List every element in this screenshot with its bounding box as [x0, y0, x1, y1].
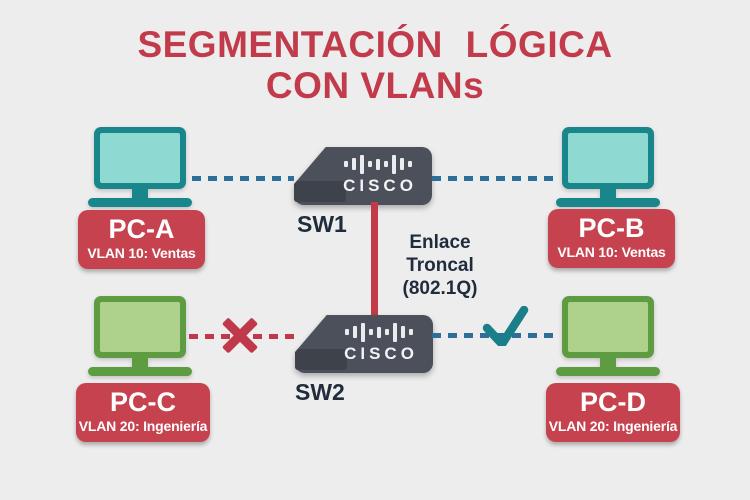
- pc-b-label: PC-B VLAN 10: Ventas: [548, 209, 675, 268]
- pc-a-label: PC-A VLAN 10: Ventas: [78, 210, 205, 269]
- switch-front-panel: [295, 349, 347, 370]
- trunk-label-line-3: (802.1Q): [402, 278, 478, 299]
- page-title: SEGMENTACIÓN LÓGICA CON VLANs: [0, 24, 750, 106]
- link-pca-sw1: [192, 176, 294, 181]
- switch-body: CISCO: [294, 147, 432, 205]
- trunk-link-line: [371, 202, 378, 319]
- monitor-screen: [100, 302, 180, 352]
- monitor-neck: [132, 358, 148, 367]
- pc-vlan: VLAN 20: Ingeniería: [548, 418, 678, 434]
- cisco-wordmark: CISCO: [344, 344, 418, 363]
- monitor-screen: [568, 302, 648, 352]
- monitor-frame: [94, 296, 186, 358]
- monitor-neck: [132, 189, 148, 198]
- pc-a-monitor-icon: [88, 127, 192, 207]
- cisco-bars-icon: [330, 154, 426, 174]
- monitor-base: [556, 367, 660, 376]
- monitor-frame: [94, 127, 186, 189]
- monitor-base: [556, 198, 660, 207]
- trunk-label-line-1: Enlace: [409, 232, 471, 253]
- cisco-brand: CISCO: [331, 322, 427, 364]
- blocked-x-icon: [219, 315, 261, 357]
- pc-vlan: VLAN 20: Ingeniería: [78, 418, 208, 434]
- pc-c-label: PC-C VLAN 20: Ingeniería: [76, 383, 210, 442]
- cisco-wordmark: CISCO: [343, 176, 417, 195]
- monitor-frame: [562, 296, 654, 358]
- cisco-bars-icon: [331, 322, 427, 342]
- pc-d-monitor-icon: [556, 296, 660, 376]
- pc-name: PC-D: [580, 387, 646, 417]
- cisco-brand: CISCO: [330, 154, 426, 196]
- pc-name: PC-C: [110, 387, 176, 417]
- monitor-neck: [600, 189, 616, 198]
- sw2-label: SW2: [295, 379, 345, 405]
- pc-name: PC-A: [108, 214, 175, 244]
- monitor-base: [88, 367, 192, 376]
- monitor-screen: [568, 133, 648, 183]
- pc-vlan: VLAN 10: Ventas: [557, 244, 666, 260]
- switch-front-panel: [294, 181, 346, 202]
- trunk-label-line-2: Troncal: [406, 255, 474, 276]
- monitor-base: [88, 198, 192, 207]
- trunk-label: Enlace Troncal (802.1Q): [383, 231, 497, 300]
- switch-body: CISCO: [295, 315, 433, 373]
- allowed-check-icon: [482, 305, 530, 349]
- monitor-neck: [600, 358, 616, 367]
- switch-sw1-icon: CISCO: [294, 147, 432, 205]
- pc-c-monitor-icon: [88, 296, 192, 376]
- monitor-frame: [562, 127, 654, 189]
- switch-sw2-icon: CISCO: [295, 315, 433, 373]
- title-line-1: SEGMENTACIÓN LÓGICA: [137, 24, 613, 65]
- pc-name: PC-B: [578, 213, 645, 243]
- title-line-2: CON VLANs: [265, 65, 485, 106]
- monitor-screen: [100, 133, 180, 183]
- sw1-label: SW1: [297, 211, 347, 237]
- pc-b-monitor-icon: [556, 127, 660, 207]
- pc-d-label: PC-D VLAN 20: Ingeniería: [546, 383, 680, 442]
- pc-vlan: VLAN 10: Ventas: [87, 245, 196, 261]
- link-sw1-pcb: [432, 176, 556, 181]
